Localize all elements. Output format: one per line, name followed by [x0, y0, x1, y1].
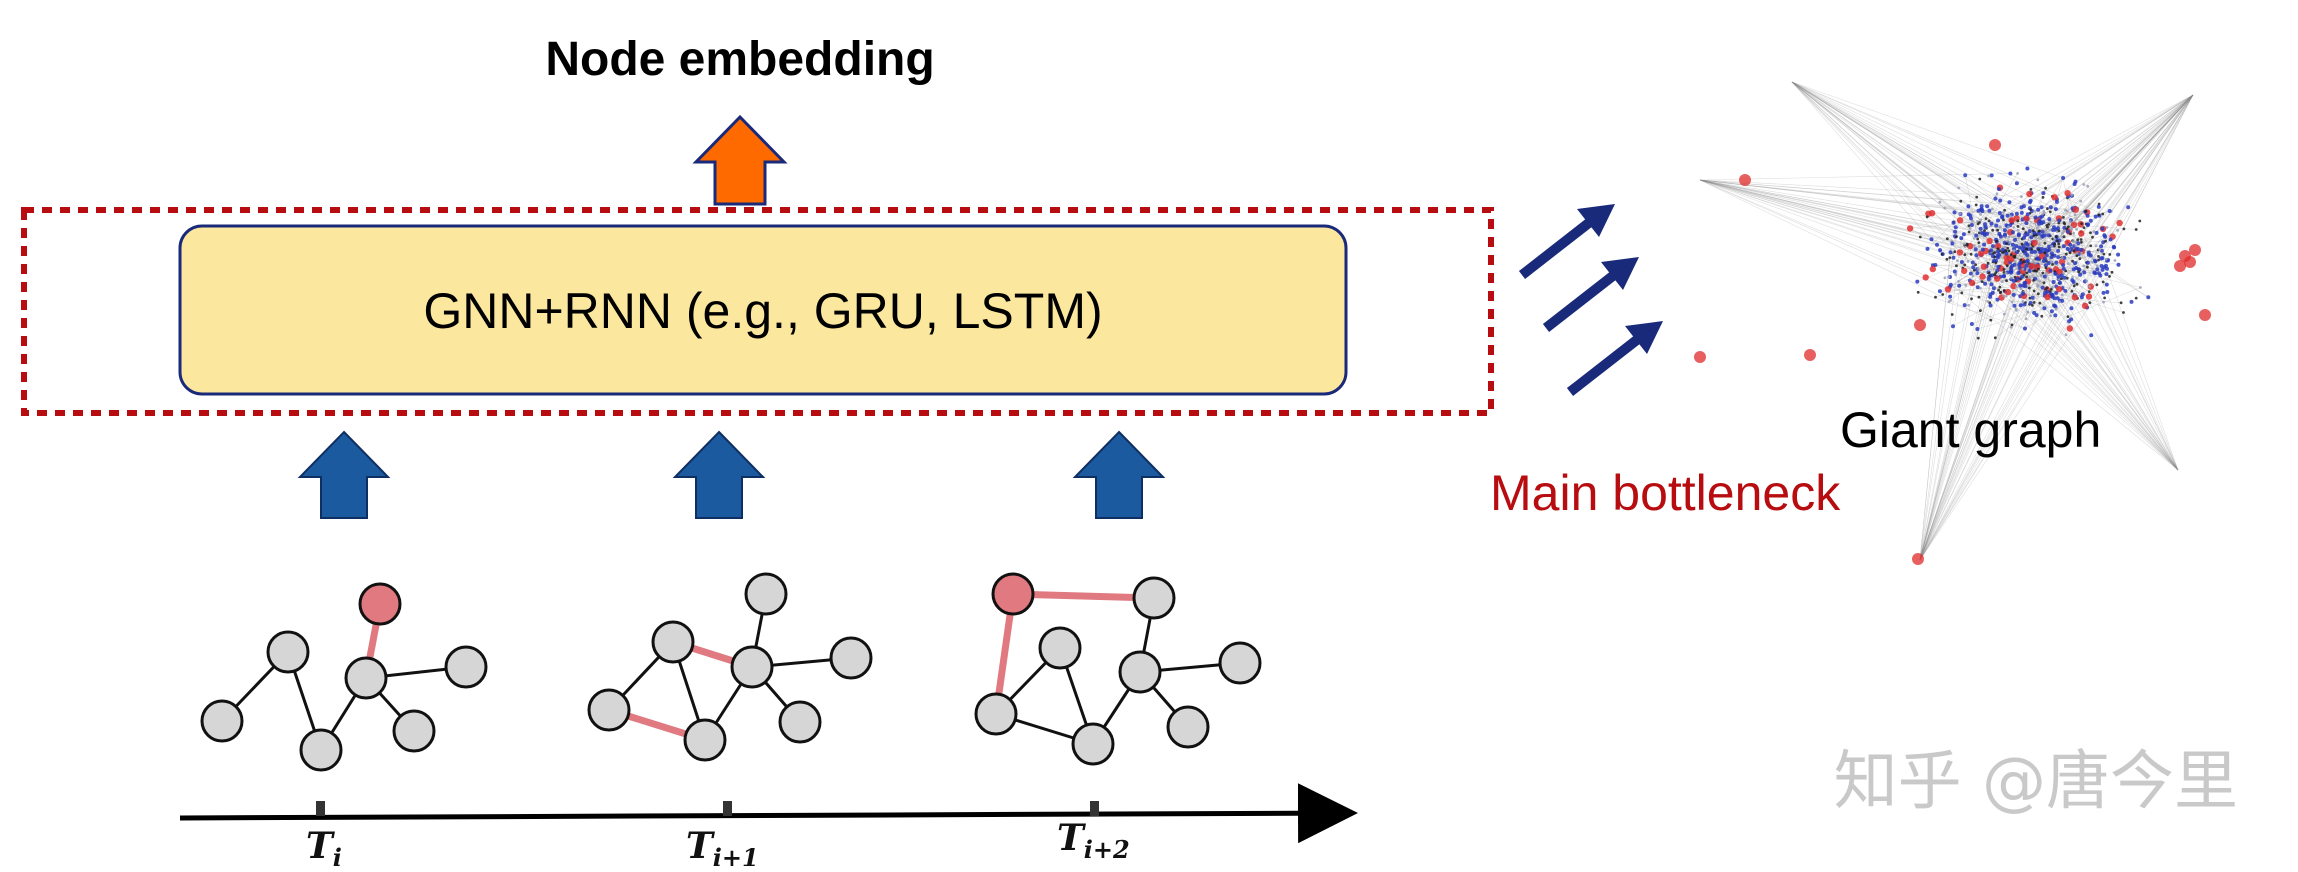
giant-graph-visual — [1694, 81, 2211, 565]
bottleneck-label: Main bottleneck — [1490, 465, 1841, 521]
model-frame-dashed — [21, 207, 1494, 416]
watermark-text: 知乎 @唐今里 — [1834, 745, 2238, 819]
giant-graph-nodes — [1694, 139, 2211, 565]
giant-graph-label: Giant graph — [1840, 402, 2101, 458]
snapshot-graph-1 — [200, 582, 488, 772]
title-text: Node embedding — [545, 33, 934, 86]
model-box — [178, 224, 1348, 396]
model-label: GNN+RNN (e.g., GRU, LSTM) — [423, 283, 1102, 339]
time-label-3: Ti+2 — [1057, 817, 1130, 864]
time-label-1: Ti — [306, 825, 342, 872]
pressure-arrows — [1518, 204, 1663, 396]
input-arrow-1 — [297, 430, 391, 519]
time-label-2: Ti+1 — [686, 825, 759, 872]
tick-2 — [723, 801, 732, 816]
snapshot-graph-3 — [974, 572, 1262, 766]
time-axis — [179, 783, 1358, 844]
output-arrow — [692, 114, 788, 206]
input-arrow-3 — [1072, 430, 1166, 519]
input-arrow-2 — [672, 430, 766, 519]
tick-3 — [1090, 801, 1099, 816]
tick-1 — [316, 801, 325, 816]
snapshot-graph-2 — [587, 572, 873, 762]
